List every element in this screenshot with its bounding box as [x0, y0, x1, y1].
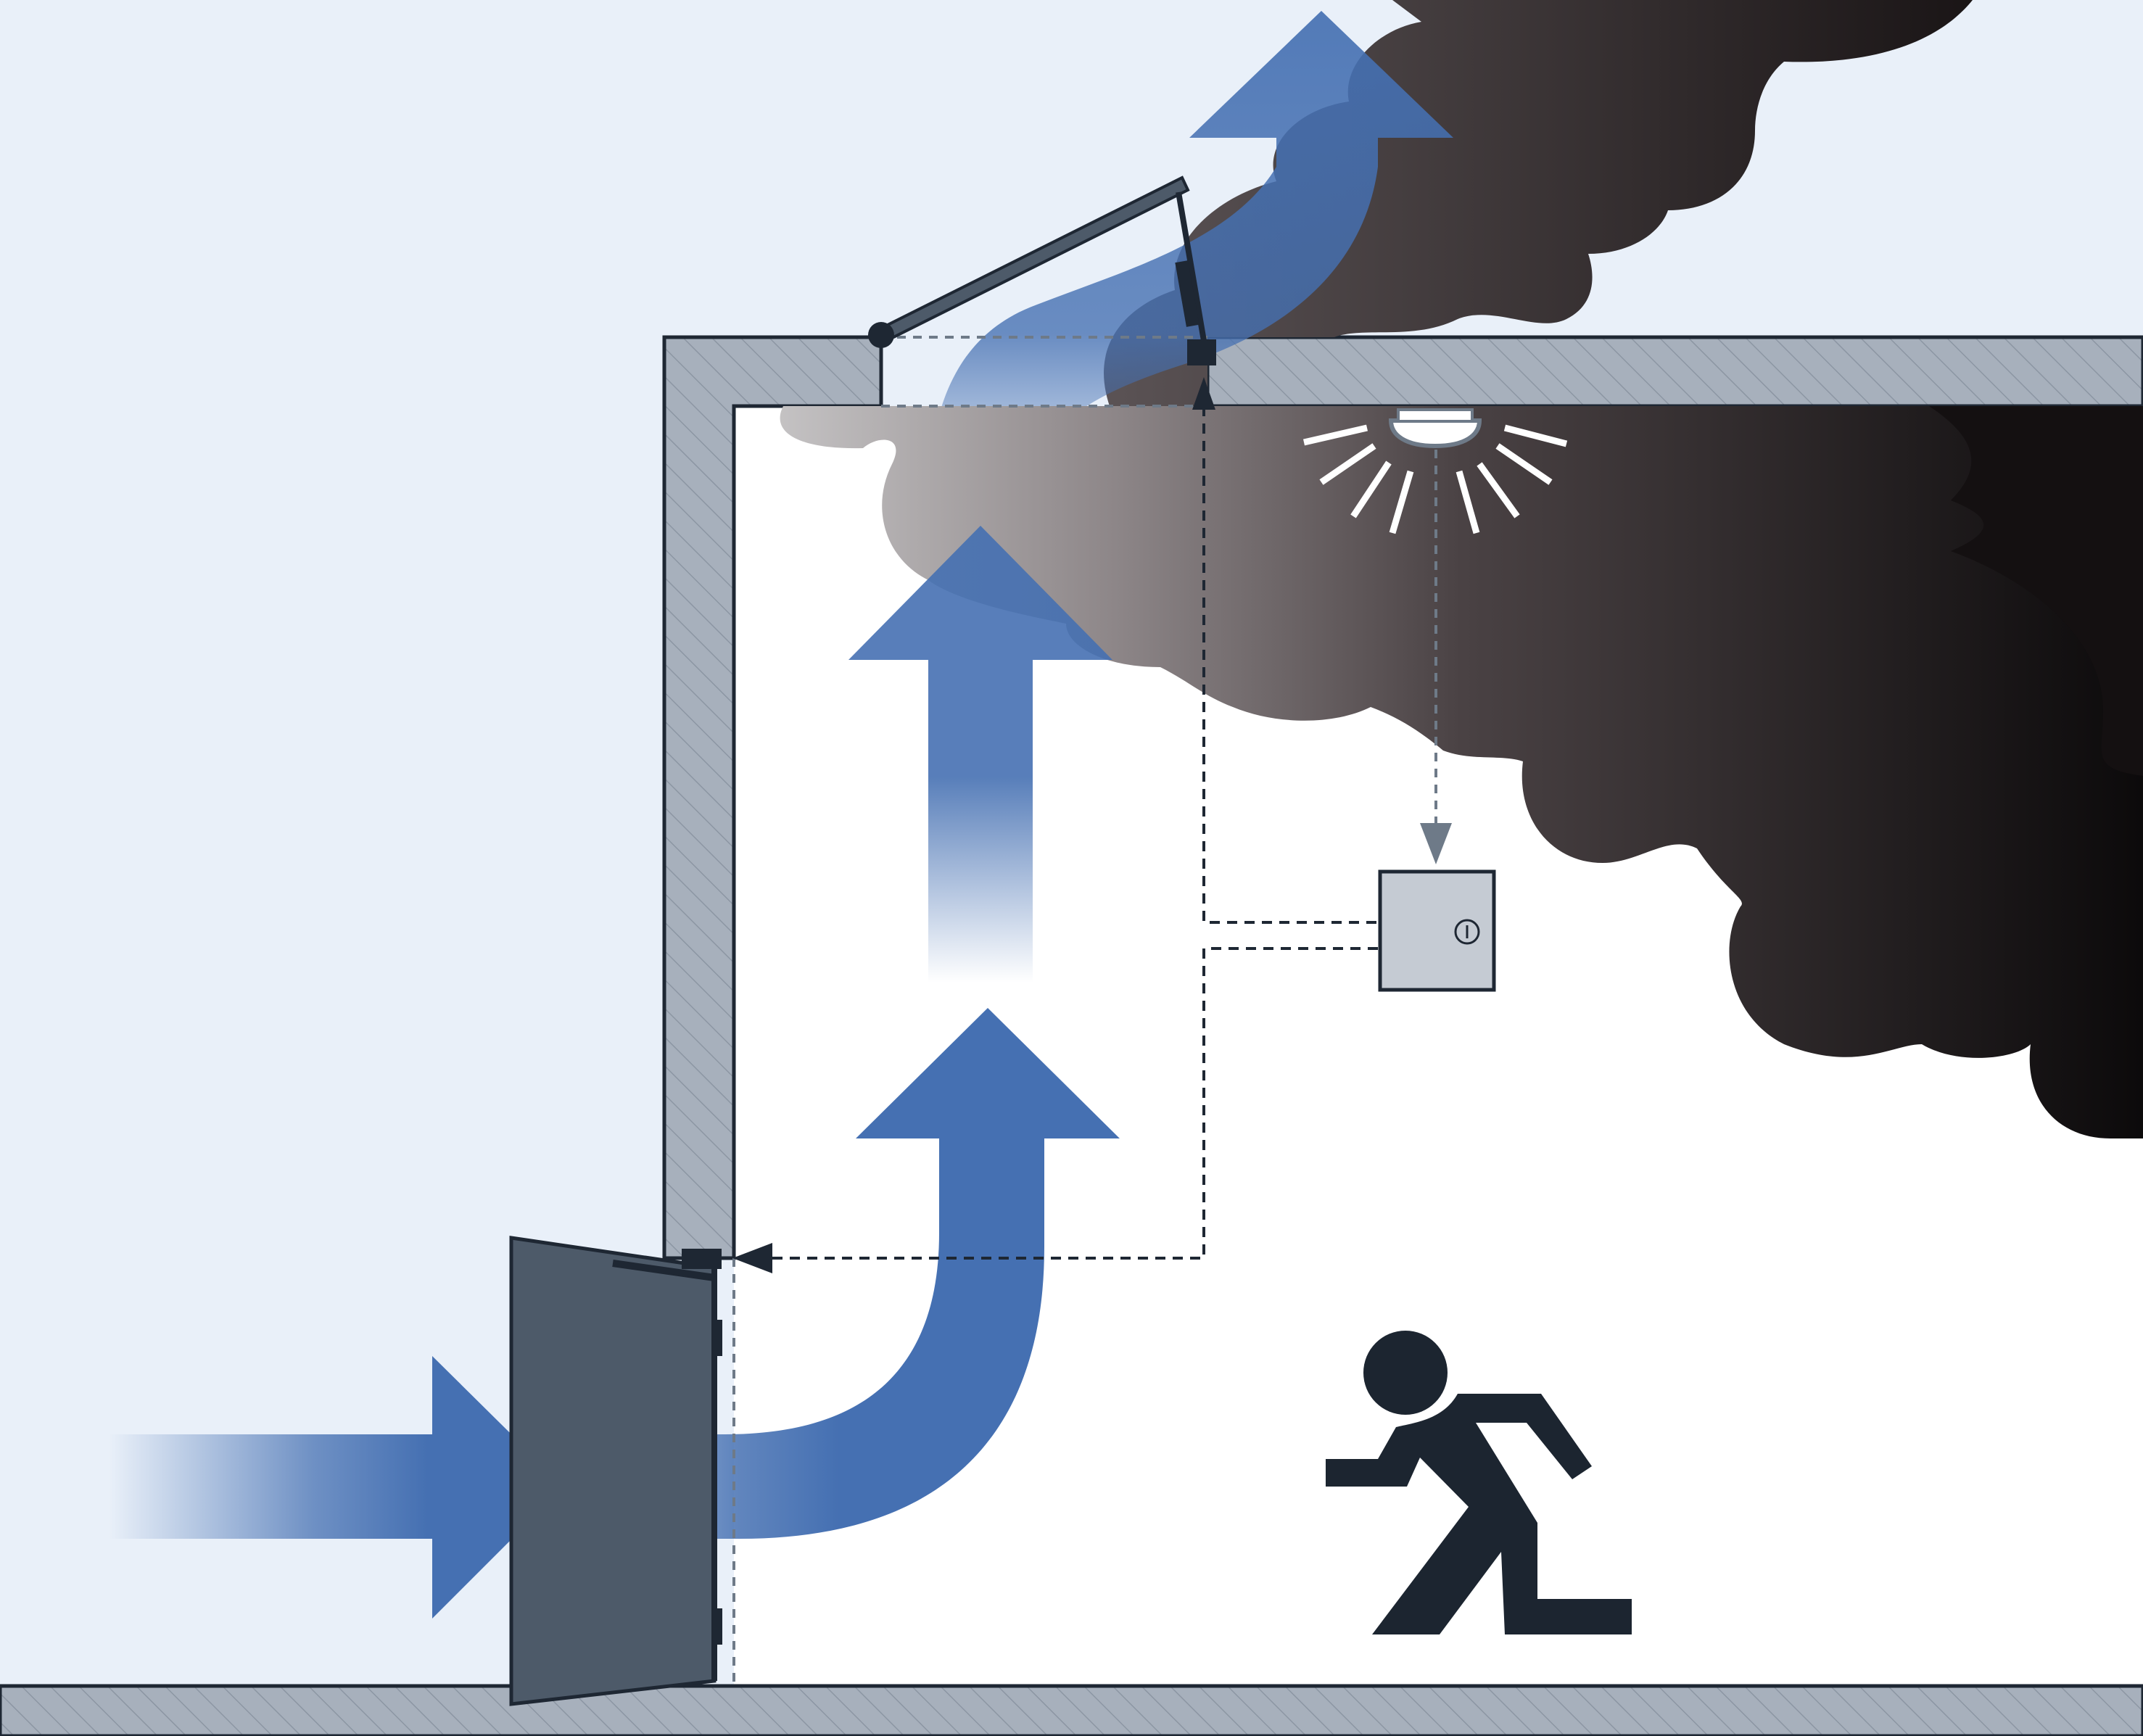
roof-smoke-vent: [868, 175, 1190, 348]
panel-switch-icon: [1454, 919, 1480, 945]
control-wiring: [772, 406, 1378, 1260]
detector-arrowhead: [1420, 823, 1452, 864]
vent-actuator: [1175, 191, 1216, 365]
building-wall-section: [0, 335, 2143, 1736]
detector-line: [732, 336, 1437, 1686]
fresh-air-inflow: [109, 1356, 564, 1619]
air-upflow: [848, 526, 1112, 983]
alarm-rays: [1302, 424, 1568, 534]
smoke-detector: [1388, 408, 1482, 449]
door-arrowhead: [732, 1243, 772, 1273]
actuator-arrowhead: [1192, 377, 1215, 410]
exhaust-smoke-plume: [1104, 0, 1973, 406]
running-person: [1326, 1331, 1632, 1634]
door-closer: [612, 1249, 722, 1281]
control-panel: [1378, 869, 1496, 992]
person-head-icon: [1363, 1331, 1448, 1415]
inlet-door: [509, 1236, 722, 1706]
smoke-cloud: [780, 406, 2143, 1138]
air-bend-flow: [609, 1008, 1120, 1539]
